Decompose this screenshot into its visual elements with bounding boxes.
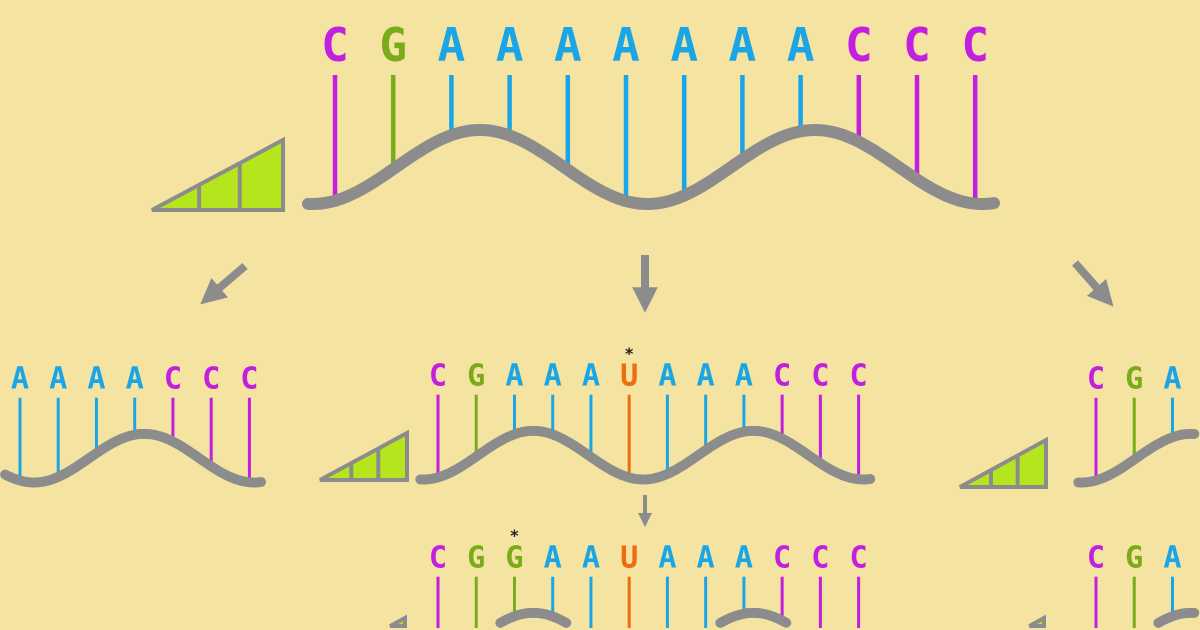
nucleotide-A: A bbox=[735, 359, 753, 394]
nucleotide-A: A bbox=[658, 541, 676, 576]
nucleotide-C: C bbox=[240, 362, 258, 397]
nucleotide-G: G bbox=[1125, 541, 1143, 576]
nucleotide-C: C bbox=[164, 362, 182, 397]
nucleotide-A: A bbox=[1163, 362, 1181, 397]
wedge-icon bbox=[319, 429, 409, 482]
nucleotide-A: A bbox=[505, 359, 523, 394]
nucleotide-A: A bbox=[658, 359, 676, 394]
nucleotide-G: G bbox=[467, 541, 485, 576]
dna-backbone bbox=[1073, 428, 1200, 488]
dna-backbone bbox=[495, 607, 792, 628]
nucleotide-C: C bbox=[811, 359, 829, 394]
dna-backbone bbox=[415, 425, 876, 485]
nucleotide-A: A bbox=[787, 18, 815, 72]
nucleotide-U: U bbox=[620, 541, 638, 576]
mutation-asterisk: * bbox=[510, 526, 519, 545]
wedge-icon bbox=[1028, 614, 1046, 628]
nucleotide-A: A bbox=[554, 18, 582, 72]
nucleotide-A: A bbox=[11, 362, 29, 397]
nucleotide-A: A bbox=[49, 362, 67, 397]
nucleotide-A: A bbox=[496, 18, 524, 72]
arrow-down-right-icon bbox=[1072, 260, 1114, 307]
nucleotide-C: C bbox=[321, 18, 349, 72]
nucleotide-G: G bbox=[379, 18, 407, 72]
nucleotide-A: A bbox=[126, 362, 144, 397]
nucleotide-A: A bbox=[697, 359, 715, 394]
arrow-down-left-icon bbox=[200, 262, 248, 305]
nucleotide-C: C bbox=[811, 541, 829, 576]
nucleotide-A: A bbox=[582, 541, 600, 576]
nucleotide-A: A bbox=[544, 541, 562, 576]
nucleotide-C: C bbox=[961, 18, 989, 72]
nucleotide-U: U bbox=[620, 359, 638, 394]
nucleotide-G: G bbox=[467, 359, 485, 394]
nucleotide-C: C bbox=[1087, 362, 1105, 397]
nucleotide-A: A bbox=[612, 18, 640, 72]
nucleotide-C: C bbox=[845, 18, 873, 72]
nucleotide-G: G bbox=[1125, 362, 1143, 397]
nucleotide-C: C bbox=[903, 18, 931, 72]
dna-backbone bbox=[302, 124, 1000, 210]
nucleotide-C: C bbox=[773, 359, 791, 394]
wedge-icon bbox=[389, 614, 407, 628]
nucleotide-A: A bbox=[1163, 541, 1181, 576]
nucleotide-A: A bbox=[670, 18, 698, 72]
nucleotide-A: A bbox=[87, 362, 105, 397]
nucleotide-C: C bbox=[850, 359, 868, 394]
nucleotide-A: A bbox=[697, 541, 715, 576]
mutation-asterisk: * bbox=[625, 344, 634, 363]
nucleotide-C: C bbox=[429, 541, 447, 576]
nucleotide-A: A bbox=[438, 18, 466, 72]
nucleotide-A: A bbox=[582, 359, 600, 394]
wedge-icon bbox=[959, 436, 1048, 489]
nucleotide-C: C bbox=[1087, 541, 1105, 576]
dna-backbone bbox=[0, 428, 267, 488]
dna-backbone bbox=[1153, 607, 1200, 628]
nucleotide-A: A bbox=[544, 359, 562, 394]
nucleotide-A: A bbox=[729, 18, 757, 72]
nucleotide-G: G bbox=[505, 541, 523, 576]
nucleotide-A: A bbox=[735, 541, 753, 576]
nucleotide-C: C bbox=[202, 362, 220, 397]
nucleotide-C: C bbox=[429, 359, 447, 394]
wedge-icon bbox=[151, 136, 285, 212]
nucleotide-C: C bbox=[850, 541, 868, 576]
nucleotide-C: C bbox=[773, 541, 791, 576]
